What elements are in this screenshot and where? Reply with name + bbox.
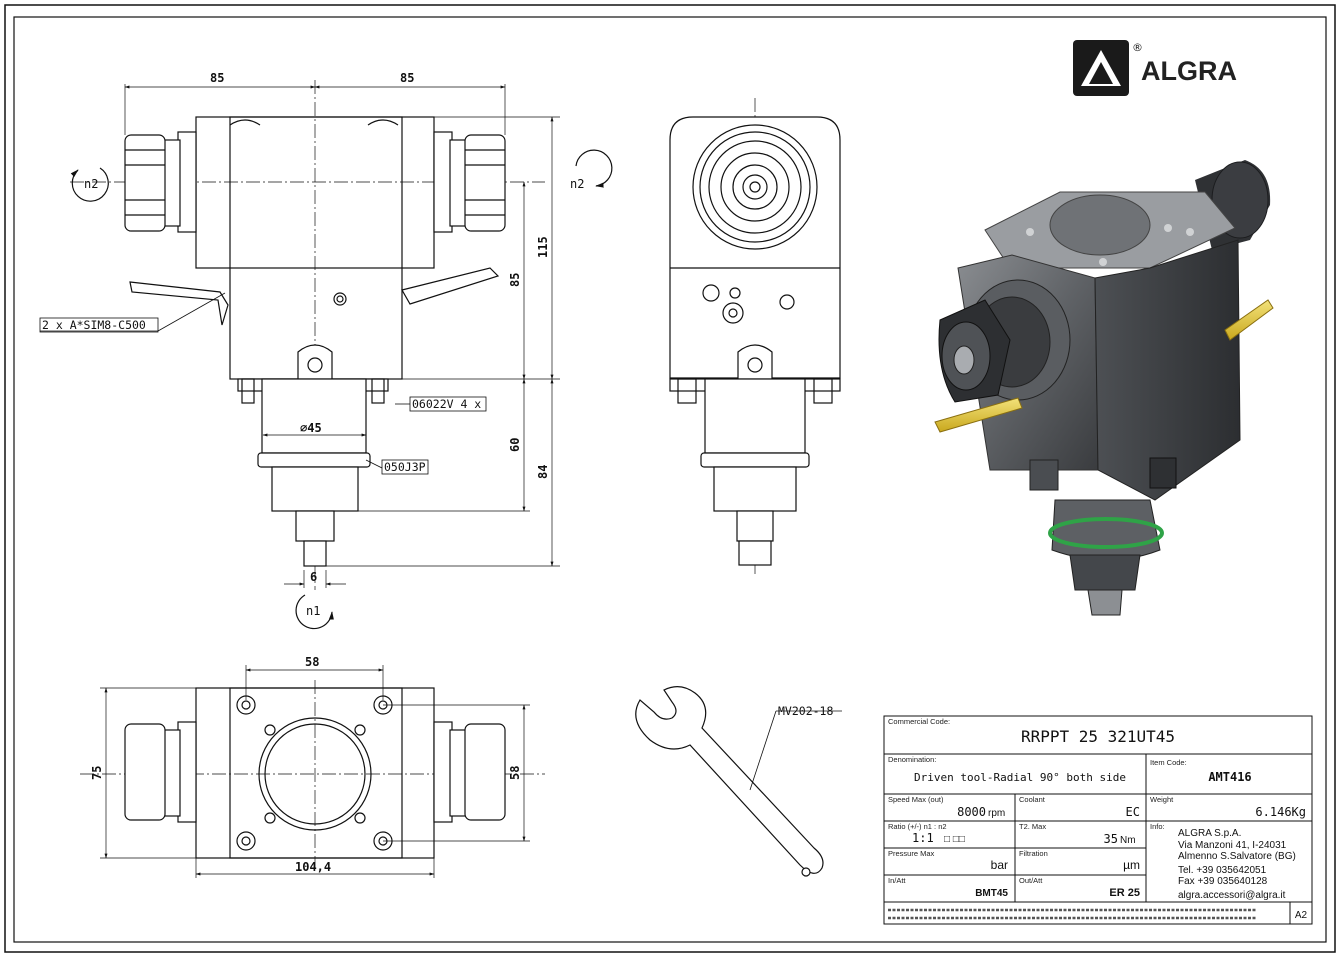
dim-shank-upper: 60 [508, 438, 522, 452]
torque-value: 35 [1104, 832, 1118, 846]
callout-leaders [39, 292, 487, 475]
info-line: Tel. +39 035642051 [1178, 865, 1267, 876]
front-view-dimensions [124, 84, 560, 588]
brand-name: ALGRA [1141, 56, 1237, 86]
weight-value: 6.146Kg [1255, 805, 1306, 819]
out-att-value: ER 25 [1109, 887, 1140, 899]
dim-bottom-bolt-spacing-v: 58 [508, 766, 522, 780]
callout-coolant-pipe: 2 x A*SIM8-C500 [42, 318, 146, 332]
label-coolant: Coolant [1019, 795, 1046, 804]
label-in-att: In/Att [888, 876, 906, 885]
fine-print-rule [888, 908, 1256, 920]
pressure-unit: bar [991, 858, 1008, 872]
ratio-value: 1:1 [912, 831, 934, 845]
info-line: algra.accessori@algra.it [1178, 890, 1286, 901]
product-3d-render [934, 160, 1274, 616]
rotation-arrow-right [575, 149, 613, 188]
speed-unit: rpm [988, 808, 1005, 819]
rotation-label-bottom: n1 [306, 604, 320, 618]
info-lines: ALGRA S.p.A. Via Manzoni 41, I-24031 Alm… [1178, 828, 1296, 901]
rotation-label-left: n2 [84, 177, 98, 191]
ratio-boxes: □ □□ [944, 834, 965, 845]
info-line: Via Manzoni 41, I-24031 [1178, 840, 1287, 851]
label-torque: T2. Max [1019, 822, 1046, 831]
label-out-att: Out/Att [1019, 876, 1043, 885]
label-info: Info: [1150, 822, 1165, 831]
algra-logo: ALGRA ® [1073, 40, 1237, 96]
sheet-size: A2 [1295, 910, 1308, 921]
label-item-code: Item Code: [1150, 758, 1187, 767]
info-line: Fax +39 035640128 [1178, 876, 1268, 887]
label-filtration: Filtration [1019, 849, 1048, 858]
label-weight: Weight [1150, 795, 1174, 804]
in-att-value: BMT45 [975, 888, 1008, 899]
rotation-arrow-left [70, 167, 109, 202]
filtration-unit: µm [1123, 858, 1140, 872]
speed-value: 8000 [957, 805, 986, 819]
label-pressure: Pressure Max [888, 849, 935, 858]
registered-mark: ® [1132, 41, 1143, 54]
front-view [70, 80, 545, 590]
callout-screws: 06022V 4 x [412, 397, 481, 411]
dim-right-width: 85 [400, 71, 414, 85]
coolant-value: EC [1126, 805, 1140, 819]
label-commercial-code: Commercial Code: [888, 717, 950, 726]
wrench-drawing [635, 686, 824, 877]
label-denomination: Denomination: [888, 755, 936, 764]
dim-axis-height: 85 [508, 273, 522, 287]
dim-bottom-height: 75 [90, 766, 104, 780]
rotation-arrow-bottom [295, 594, 334, 630]
outer-border [4, 4, 1336, 953]
commercial-code: RRPPT 25 321UT45 [1021, 727, 1175, 746]
body-center [229, 116, 403, 380]
dim-left-width: 85 [210, 71, 224, 85]
label-ratio: Ratio (+/-) n1 : n2 [888, 822, 947, 831]
rotation-label-right: n2 [570, 177, 584, 191]
dim-key-width: 6 [310, 570, 317, 584]
item-code: AMT416 [1208, 770, 1251, 784]
inner-border [13, 16, 1327, 943]
info-line: ALGRA S.p.A. [1178, 828, 1241, 839]
callout-oring: 050J3P [384, 460, 426, 474]
dim-total-height: 115 [536, 236, 550, 258]
title-block [883, 715, 1313, 925]
info-line: Almenno S.Salvatore (BG) [1178, 851, 1296, 862]
torque-unit: Nm [1120, 835, 1136, 846]
callout-wrench: MV202-18 [778, 704, 833, 718]
side-view [669, 98, 841, 575]
dim-shank-height: 84 [536, 465, 550, 479]
dim-bore-diameter: ∅45 [300, 421, 322, 435]
label-speed: Speed Max (out) [888, 795, 944, 804]
denomination: Driven tool-Radial 90° both side [914, 771, 1126, 784]
bottom-view [80, 680, 545, 868]
dim-bottom-width: 104,4 [295, 860, 331, 874]
wrench-leader [749, 710, 842, 791]
bottom-view-dimensions [100, 665, 530, 878]
dim-bottom-bolt-spacing: 58 [305, 655, 319, 669]
